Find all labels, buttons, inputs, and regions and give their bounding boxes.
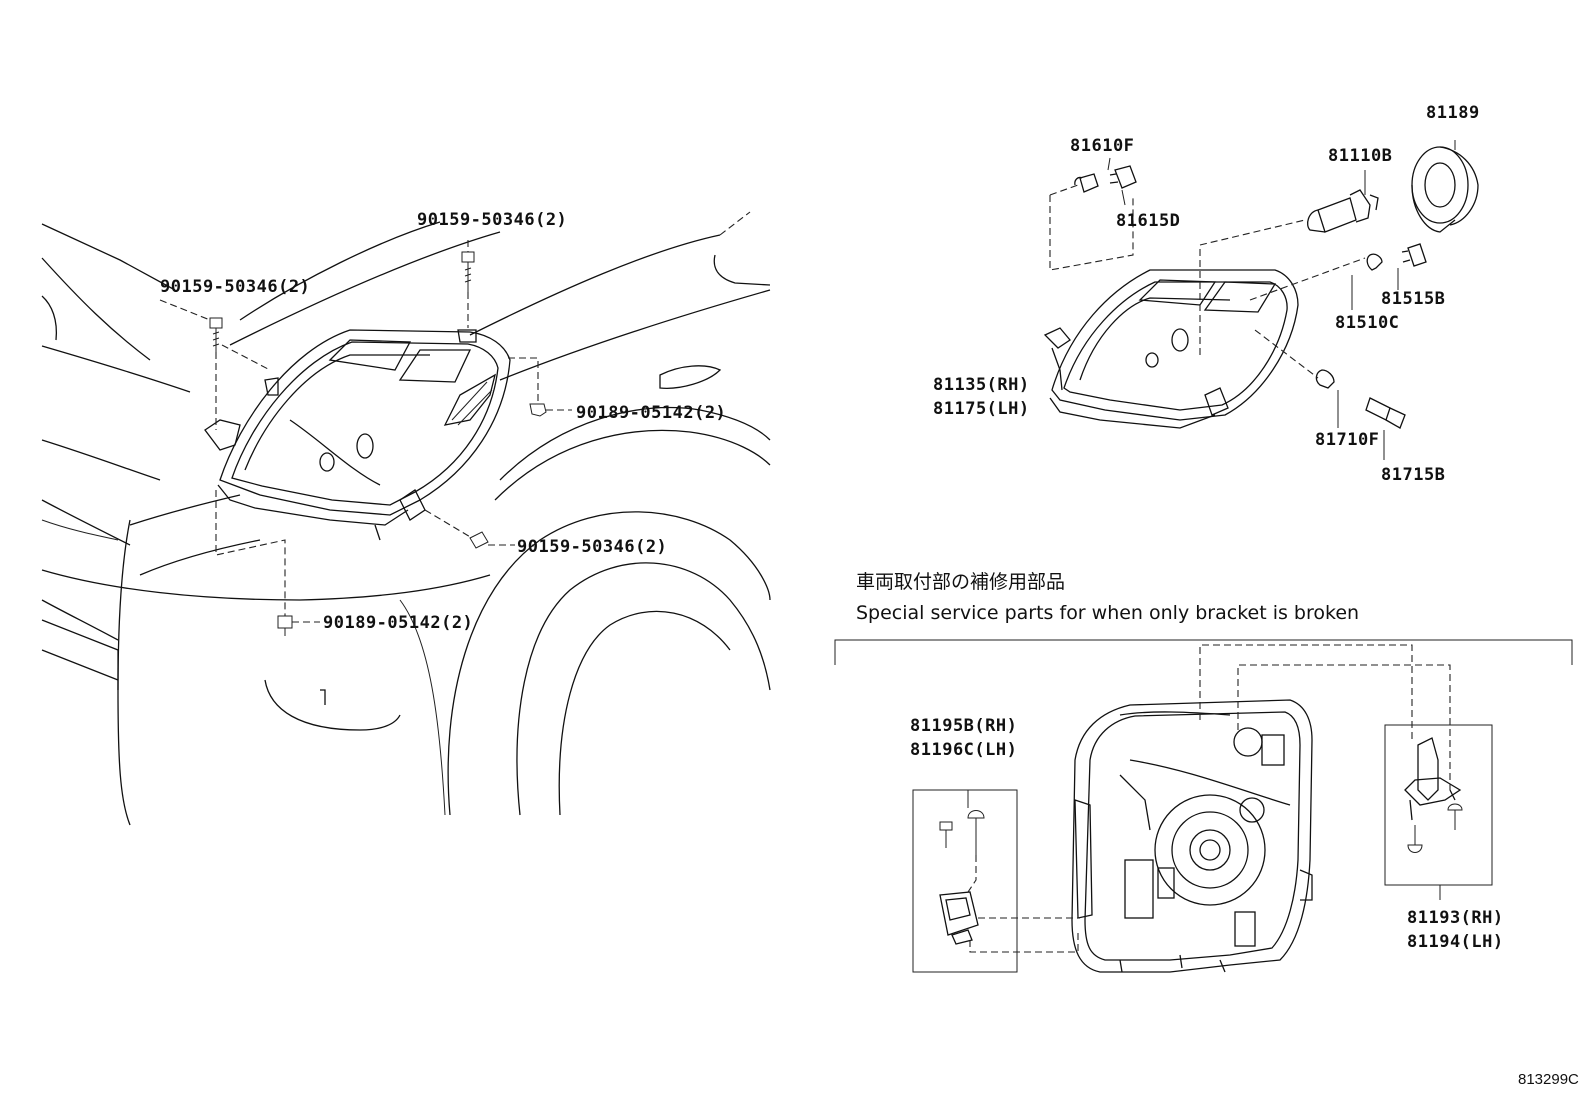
part-label-81710F: 81710F [1315,430,1380,450]
service-note-japanese: 車両取付部の補修用部品 [856,571,1066,593]
service-parts-section [834,639,1573,973]
left-headlamp-assembly [204,329,511,541]
part-label-81194: 81194(LH) [1407,932,1504,952]
part-label-81715B: 81715B [1381,465,1446,485]
right-bulbs-and-sockets [1049,140,1479,460]
part-label-81135: 81135(RH) [933,375,1030,395]
bolt-label-lower-right: 90159-50346(2) [517,537,668,557]
service-note-english: Special service parts for when only brac… [856,602,1360,624]
nut-label-right: 90189-05142(2) [576,403,727,423]
bolt-label-top: 90159-50346(2) [417,210,568,230]
part-label-81196C: 81196C(LH) [910,740,1018,760]
diagram-code: 813299C [1518,1071,1579,1088]
part-label-81193: 81193(RH) [1407,908,1504,928]
part-label-81175: 81175(LH) [933,399,1030,419]
part-label-81515B: 81515B [1381,289,1446,309]
part-label-81610F: 81610F [1070,136,1135,156]
part-label-81510C: 81510C [1335,313,1400,333]
vehicle-body-outline [41,211,771,826]
part-label-81110B: 81110B [1328,146,1393,166]
right-headlamp-assembly [1043,269,1299,429]
left-fasteners [159,240,572,636]
nut-label-bottom: 90189-05142(2) [323,613,474,633]
part-label-81195B: 81195B(RH) [910,716,1018,736]
bolt-label-upper-left: 90159-50346(2) [160,277,311,297]
part-label-81615D: 81615D [1116,211,1181,231]
part-label-81189: 81189 [1426,103,1480,123]
